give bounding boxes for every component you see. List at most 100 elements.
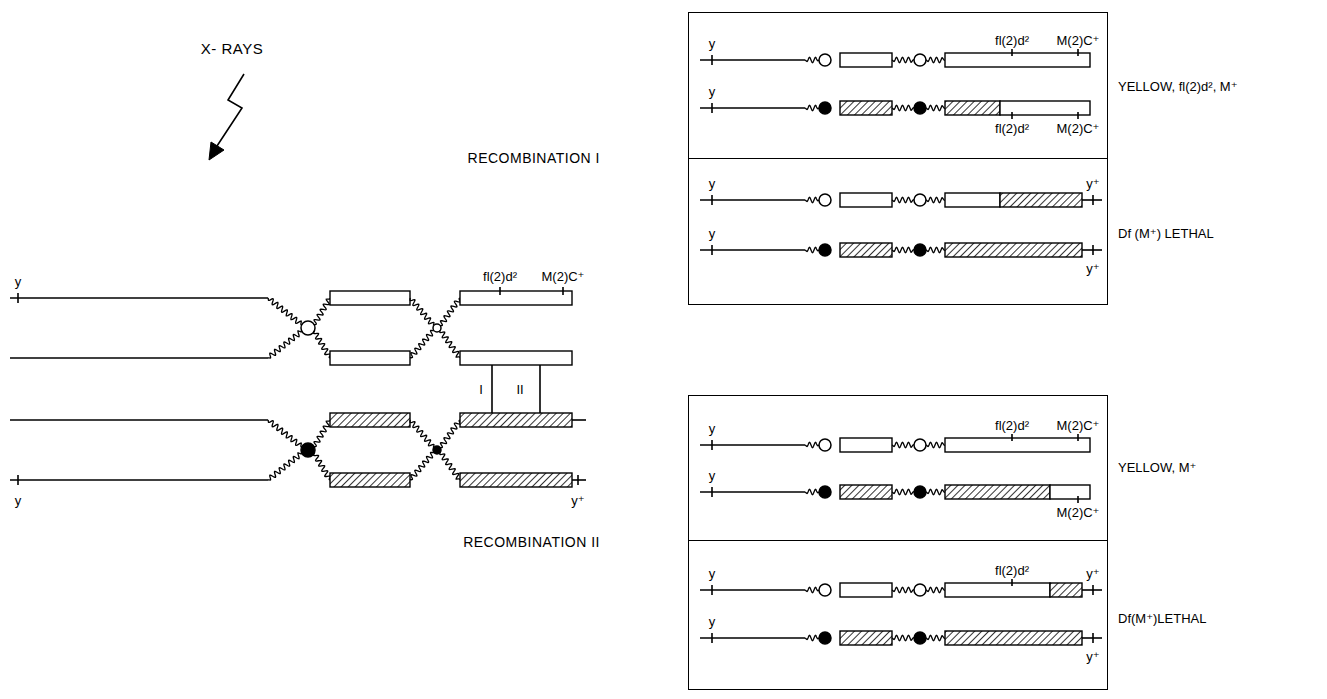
chromosome-arm-bar	[1050, 485, 1090, 499]
gene-label: y	[709, 85, 716, 98]
heterochromatin-wave	[805, 442, 819, 447]
heterochromatin-wave	[926, 247, 945, 252]
heterochromatin-wave	[440, 420, 460, 448]
heterochromatin-wave	[926, 587, 945, 592]
gene-label: y	[709, 615, 716, 628]
gene-tick	[577, 475, 579, 485]
chromosome-arm-bar	[945, 193, 1000, 207]
heterochromatin-wave	[926, 57, 945, 62]
centromere	[819, 244, 831, 256]
gene-tick	[711, 245, 713, 255]
gene-tick	[711, 487, 713, 497]
chromosome-arm	[10, 297, 268, 299]
genotype-cell: yy⁺yy⁺Df (M⁺) LETHAL	[689, 159, 1107, 306]
gene-tick	[17, 293, 19, 303]
chromosome-arm	[1082, 589, 1102, 591]
gene-tick	[1011, 579, 1013, 586]
heterochromatin-wave	[440, 452, 460, 480]
gene-label: y⁺	[1086, 262, 1099, 275]
centromere	[819, 584, 831, 596]
chromosome-arm-bar	[330, 291, 410, 305]
chromosome-arm-bar	[330, 413, 410, 427]
gene-label: M(2)C⁺	[1057, 419, 1100, 432]
centromere	[914, 102, 926, 114]
genotype-cell: yfl(2)d²y⁺yy⁺Df(M⁺)LETHAL	[689, 541, 1107, 691]
heterochromatin-wave	[268, 298, 302, 325]
chromosome-arm-bar	[1050, 583, 1082, 597]
centromere	[301, 443, 315, 457]
heterochromatin-wave	[805, 635, 819, 640]
chromosome-arm	[572, 479, 586, 481]
phenotype-label: Df (M⁺) LETHAL	[1118, 227, 1214, 240]
chromosome-arm-bar	[945, 101, 1000, 115]
heterochromatin-wave	[926, 442, 945, 447]
chromosome-arm	[1082, 199, 1102, 201]
gene-tick	[499, 287, 501, 295]
chromosome-arm	[700, 199, 805, 201]
gene-tick	[711, 440, 713, 450]
heterochromatin-wave	[892, 635, 914, 640]
chromosome-arm	[700, 589, 805, 591]
phenotype-label: Df(M⁺)LETHAL	[1118, 612, 1206, 625]
heterochromatin-wave	[410, 298, 434, 326]
gene-label: y	[709, 177, 716, 190]
gene-tick	[17, 475, 19, 485]
heterochromatin-wave	[892, 442, 914, 447]
genotype-cell: yfl(2)d²M(2)C⁺yfl(2)d²M(2)C⁺YELLOW, fl(2…	[689, 13, 1107, 159]
gene-tick	[1092, 245, 1094, 255]
centromere	[301, 321, 315, 335]
heterochromatin-wave	[410, 452, 434, 480]
heterochromatin-wave	[268, 453, 302, 480]
chromosome-arm	[700, 249, 805, 251]
heterochromatin-wave	[805, 489, 819, 494]
gene-label: y	[709, 422, 716, 435]
chromosome-arm	[700, 59, 805, 61]
chromosome-arm-bar	[840, 631, 892, 645]
chromosome-arm-bar	[840, 583, 892, 597]
centromere	[819, 54, 831, 66]
chromosome-arm-bar	[840, 438, 892, 452]
chromosome-arm	[700, 491, 805, 493]
gene-label: M(2)C⁺	[1057, 506, 1100, 519]
chromosome-arm-bar	[945, 438, 1090, 452]
chromosome-arm-bar	[945, 53, 1090, 67]
gene-label: y⁺	[571, 494, 584, 507]
heterochromatin-wave	[926, 197, 945, 202]
gene-tick	[711, 55, 713, 65]
heterochromatin-wave	[805, 197, 819, 202]
chromosome-arm-bar	[460, 291, 572, 305]
centromere	[819, 486, 831, 498]
gene-label: fl(2)d²	[995, 122, 1029, 135]
gene-tick	[562, 287, 564, 295]
heterochromatin-wave	[805, 247, 819, 252]
chromosome-arm	[572, 419, 586, 421]
heterochromatin-wave	[892, 57, 914, 62]
heterochromatin-wave	[805, 57, 819, 62]
gene-label: y	[709, 227, 716, 240]
heterochromatin-wave	[410, 330, 434, 358]
chromosome-arm-bar	[945, 485, 1050, 499]
gene-tick	[1077, 496, 1079, 503]
chromosome-arm	[10, 357, 268, 359]
centromere	[819, 102, 831, 114]
centromere	[914, 194, 926, 206]
chromosome-arm	[700, 444, 805, 446]
gene-tick	[1077, 112, 1079, 119]
gene-label: M(2)C⁺	[542, 270, 585, 283]
gene-tick	[1077, 434, 1079, 441]
genotype-cell: yfl(2)d²M(2)C⁺yM(2)C⁺YELLOW, M⁺	[689, 396, 1107, 541]
gene-tick	[1092, 585, 1094, 595]
chromosome-arm-bar	[945, 631, 1082, 645]
gene-label: y	[709, 37, 716, 50]
gene-tick	[1077, 49, 1079, 56]
chromosome-arm	[1082, 637, 1102, 639]
centromere	[819, 439, 831, 451]
heterochromatin-wave	[268, 420, 302, 447]
panel-heading: RECOMBINATION I	[468, 151, 600, 165]
xray-bolt	[217, 74, 244, 146]
gene-label: y	[709, 469, 716, 482]
gene-label: y⁺	[1086, 567, 1099, 580]
centromere	[914, 486, 926, 498]
chromosome-arm	[10, 419, 268, 421]
